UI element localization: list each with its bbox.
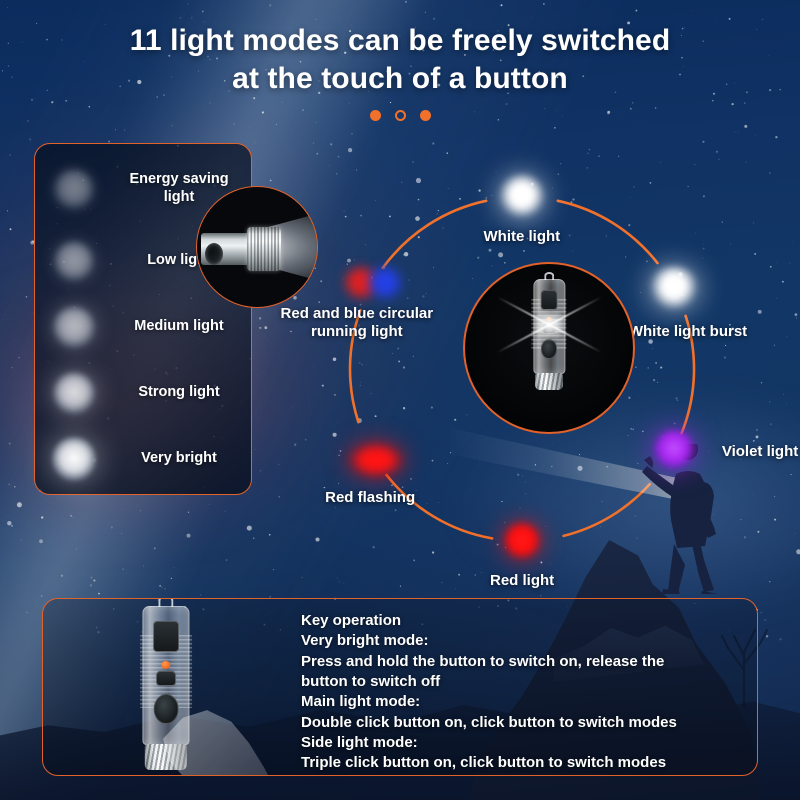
lanyard-ring (158, 599, 174, 607)
mode-glow-dot (502, 521, 542, 561)
head-tube (201, 233, 251, 265)
brightness-row: Energy saving light (35, 156, 251, 222)
mode-label: White light (483, 228, 561, 245)
brightness-indicator-dot (54, 169, 94, 209)
brightness-dot-wrap (35, 306, 113, 348)
bezel-knurling (534, 372, 564, 391)
mode-glow-dot (499, 174, 545, 220)
pagination-dot-2[interactable] (394, 110, 406, 121)
side-led-strip (155, 670, 177, 686)
pagination-dot-3[interactable] (419, 110, 431, 121)
bezel-knurling (144, 743, 188, 770)
led-panel (153, 620, 179, 652)
mode-glow-dot (367, 266, 404, 300)
pagination-dot-1[interactable] (369, 110, 381, 121)
brightness-dot-wrap (35, 241, 113, 281)
key-operation-line: button to switch off (301, 672, 441, 690)
center-product-inset (463, 262, 635, 434)
mode-label: Red and blue circular running light (280, 305, 434, 340)
flashlight-head-inset (196, 186, 318, 308)
brightness-dot-wrap (35, 437, 113, 481)
title-line-1: 11 light modes can be freely switched (129, 24, 671, 57)
flashlight-head-icon (201, 227, 281, 271)
key-operation-line: Press and hold the button to switch on, … (301, 652, 665, 670)
key-operation-line: Double click button on, click button to … (301, 713, 677, 731)
transparent-flashlight-icon (531, 272, 567, 392)
mode-label: Violet light (721, 442, 799, 460)
brightness-indicator-dot (54, 241, 94, 281)
power-button[interactable] (161, 661, 171, 670)
brightness-row: Low light (35, 228, 251, 294)
brightness-mode-label: Energy saving light (129, 171, 229, 205)
side-lens (153, 694, 179, 724)
mode-glow-dot (648, 266, 699, 311)
brightness-indicator-dot (53, 306, 95, 348)
brightness-row: Very bright (35, 426, 251, 492)
bottom-product-image (71, 599, 273, 775)
key-operation-line: Very bright mode: (301, 632, 429, 650)
key-operation-line: Key operation (301, 612, 402, 629)
brightness-mode-label: Medium light (134, 318, 224, 335)
lanyard-ring (543, 272, 555, 280)
mode-label: Red flashing (325, 489, 416, 507)
brightness-row: Medium light (35, 294, 251, 360)
brightness-mode-label: Strong light (138, 384, 220, 401)
brightness-dot-wrap (35, 169, 113, 209)
hiker-silhouette (642, 444, 718, 594)
mode-label: White light burst (628, 323, 748, 341)
brightness-indicator-dot (53, 372, 95, 414)
brightness-dot-wrap (35, 372, 113, 414)
side-lens (540, 339, 558, 360)
mode-label: Red light (490, 572, 555, 589)
key-operation-line: Main light mode: (301, 693, 421, 711)
head-bezel (247, 227, 281, 271)
torch-bezel (534, 372, 564, 391)
brightness-row: Strong light (35, 360, 251, 426)
head-knurling (247, 227, 281, 271)
transparent-flashlight-icon-large (140, 599, 192, 772)
pagination-dots[interactable] (0, 110, 800, 121)
brightness-indicator-dot (52, 437, 96, 481)
key-operation-line: Side light mode: (301, 733, 418, 751)
brightness-mode-label: Very bright (141, 450, 217, 467)
key-operation-line: Triple click button on, click button to … (301, 754, 667, 772)
mode-glow-dot (652, 428, 695, 471)
title-line-2: at the touch of a button (232, 61, 568, 95)
mode-glow-dot (347, 441, 406, 480)
page-title: 11 light modes can be freely switched at… (0, 22, 800, 98)
head-lens (205, 243, 223, 265)
torch-bezel (144, 743, 188, 770)
led-glow (532, 307, 566, 342)
